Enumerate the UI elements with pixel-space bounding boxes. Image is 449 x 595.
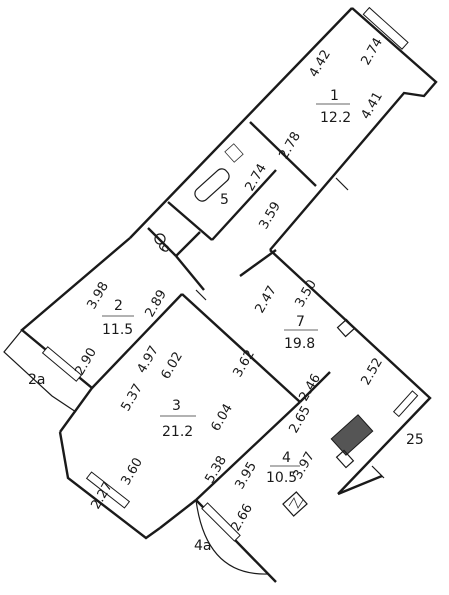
room-dimension: 2.78 [276,129,303,162]
room-number: 6 [156,240,174,256]
room-area: 19.8 [284,336,315,352]
room-number: 5 [220,192,229,208]
room-dimension: 3.59 [256,199,283,232]
room-dimension: 3.98 [84,279,111,312]
balcony-2a-outline [3,329,77,413]
room-dimension: 4.41 [358,89,385,122]
room-area: 12.2 [320,110,351,126]
sink-hatched [330,414,374,456]
room-dimension: 3.95 [232,459,259,492]
room-dimension: 3.62 [230,347,257,380]
room-6: 6 [156,240,174,256]
bathtub [194,143,244,202]
vent-shaft [335,318,356,469]
room-dimension: 4.97 [134,343,161,376]
room-area: 21.2 [162,424,193,440]
room-dimension: 6.02 [158,349,185,382]
room-dimension: 2.65 [286,403,313,436]
room-4: 4 10.5 2.65 3.95 3.97 2.66 [228,403,317,534]
interior-walls [91,121,331,501]
room-dimension: 5.37 [118,381,145,414]
balcony-label: 4a [194,538,212,554]
room-dimension: 2.74 [242,161,269,194]
room-number: 1 [330,88,339,104]
balcony-4a-outline [195,499,269,575]
room-dimension: 2.47 [252,283,279,316]
room-dimension: 5.38 [202,453,229,486]
room-3: 3 21.2 5.37 6.02 3.62 6.04 3.60 2.27 5.3… [88,347,257,512]
room-number: 4 [282,450,291,466]
room-number: 2 [114,298,123,314]
windows [41,6,419,542]
room-dimension: 2.46 [296,371,323,404]
room-area: 11.5 [102,322,133,338]
stove [282,491,308,517]
room-dimension: 2.90 [72,345,99,378]
door-ticks [195,177,385,479]
room-number: 3 [172,398,181,414]
room-1: 1 12.2 4.42 2.74 4.41 2.78 [276,35,385,162]
room-dimension: 2.66 [228,501,255,534]
toilet [154,233,166,245]
room-dimension: 6.04 [208,401,235,434]
room-area: 10.5 [266,470,297,486]
room-dimension: 3.97 [290,449,317,482]
marker-label: 25 [406,432,424,448]
room-number: 7 [296,314,305,330]
room-2: 2 11.5 3.98 2.89 2.90 4.97 [72,279,169,378]
room-dimension: 2.52 [358,355,385,388]
room-dimension: 2.89 [142,287,169,320]
balcony-label: 2a [28,372,46,388]
room-dimension: 2.74 [358,35,385,68]
room-dimension: 3.60 [118,455,145,488]
